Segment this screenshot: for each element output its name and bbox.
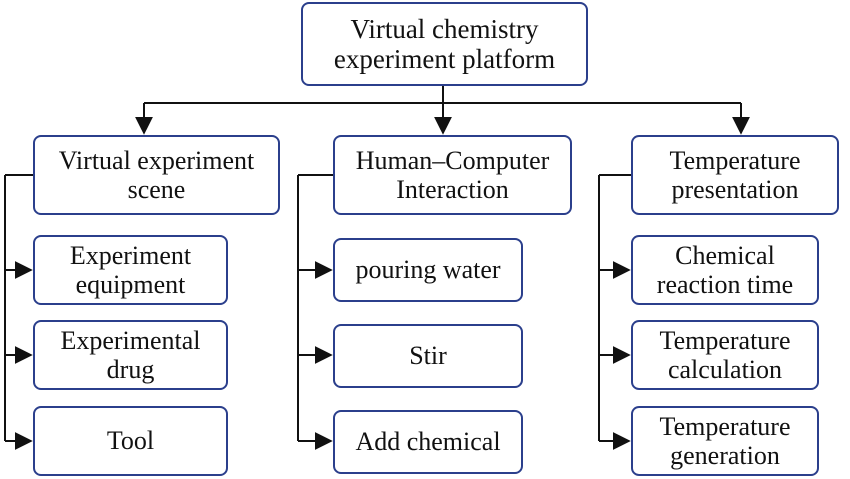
item-experiment-equipment: Experiment equipment — [33, 235, 228, 305]
category-human-computer-interaction: Human–Computer Interaction — [333, 135, 572, 215]
category-temperature-presentation: Temperature presentation — [631, 135, 839, 215]
root-node: Virtual chemistry experiment platform — [301, 2, 588, 86]
item-pouring-water: pouring water — [333, 238, 523, 302]
item-chemical-reaction-time: Chemical reaction time — [631, 235, 819, 305]
item-add-chemical: Add chemical — [333, 410, 523, 474]
item-temperature-calculation: Temperature calculation — [631, 320, 819, 390]
category-virtual-experiment-scene: Virtual experiment scene — [33, 135, 280, 215]
item-temperature-generation: Temperature generation — [631, 406, 819, 476]
item-experimental-drug: Experimental drug — [33, 320, 228, 390]
item-tool: Tool — [33, 406, 228, 476]
item-stir: Stir — [333, 324, 523, 388]
